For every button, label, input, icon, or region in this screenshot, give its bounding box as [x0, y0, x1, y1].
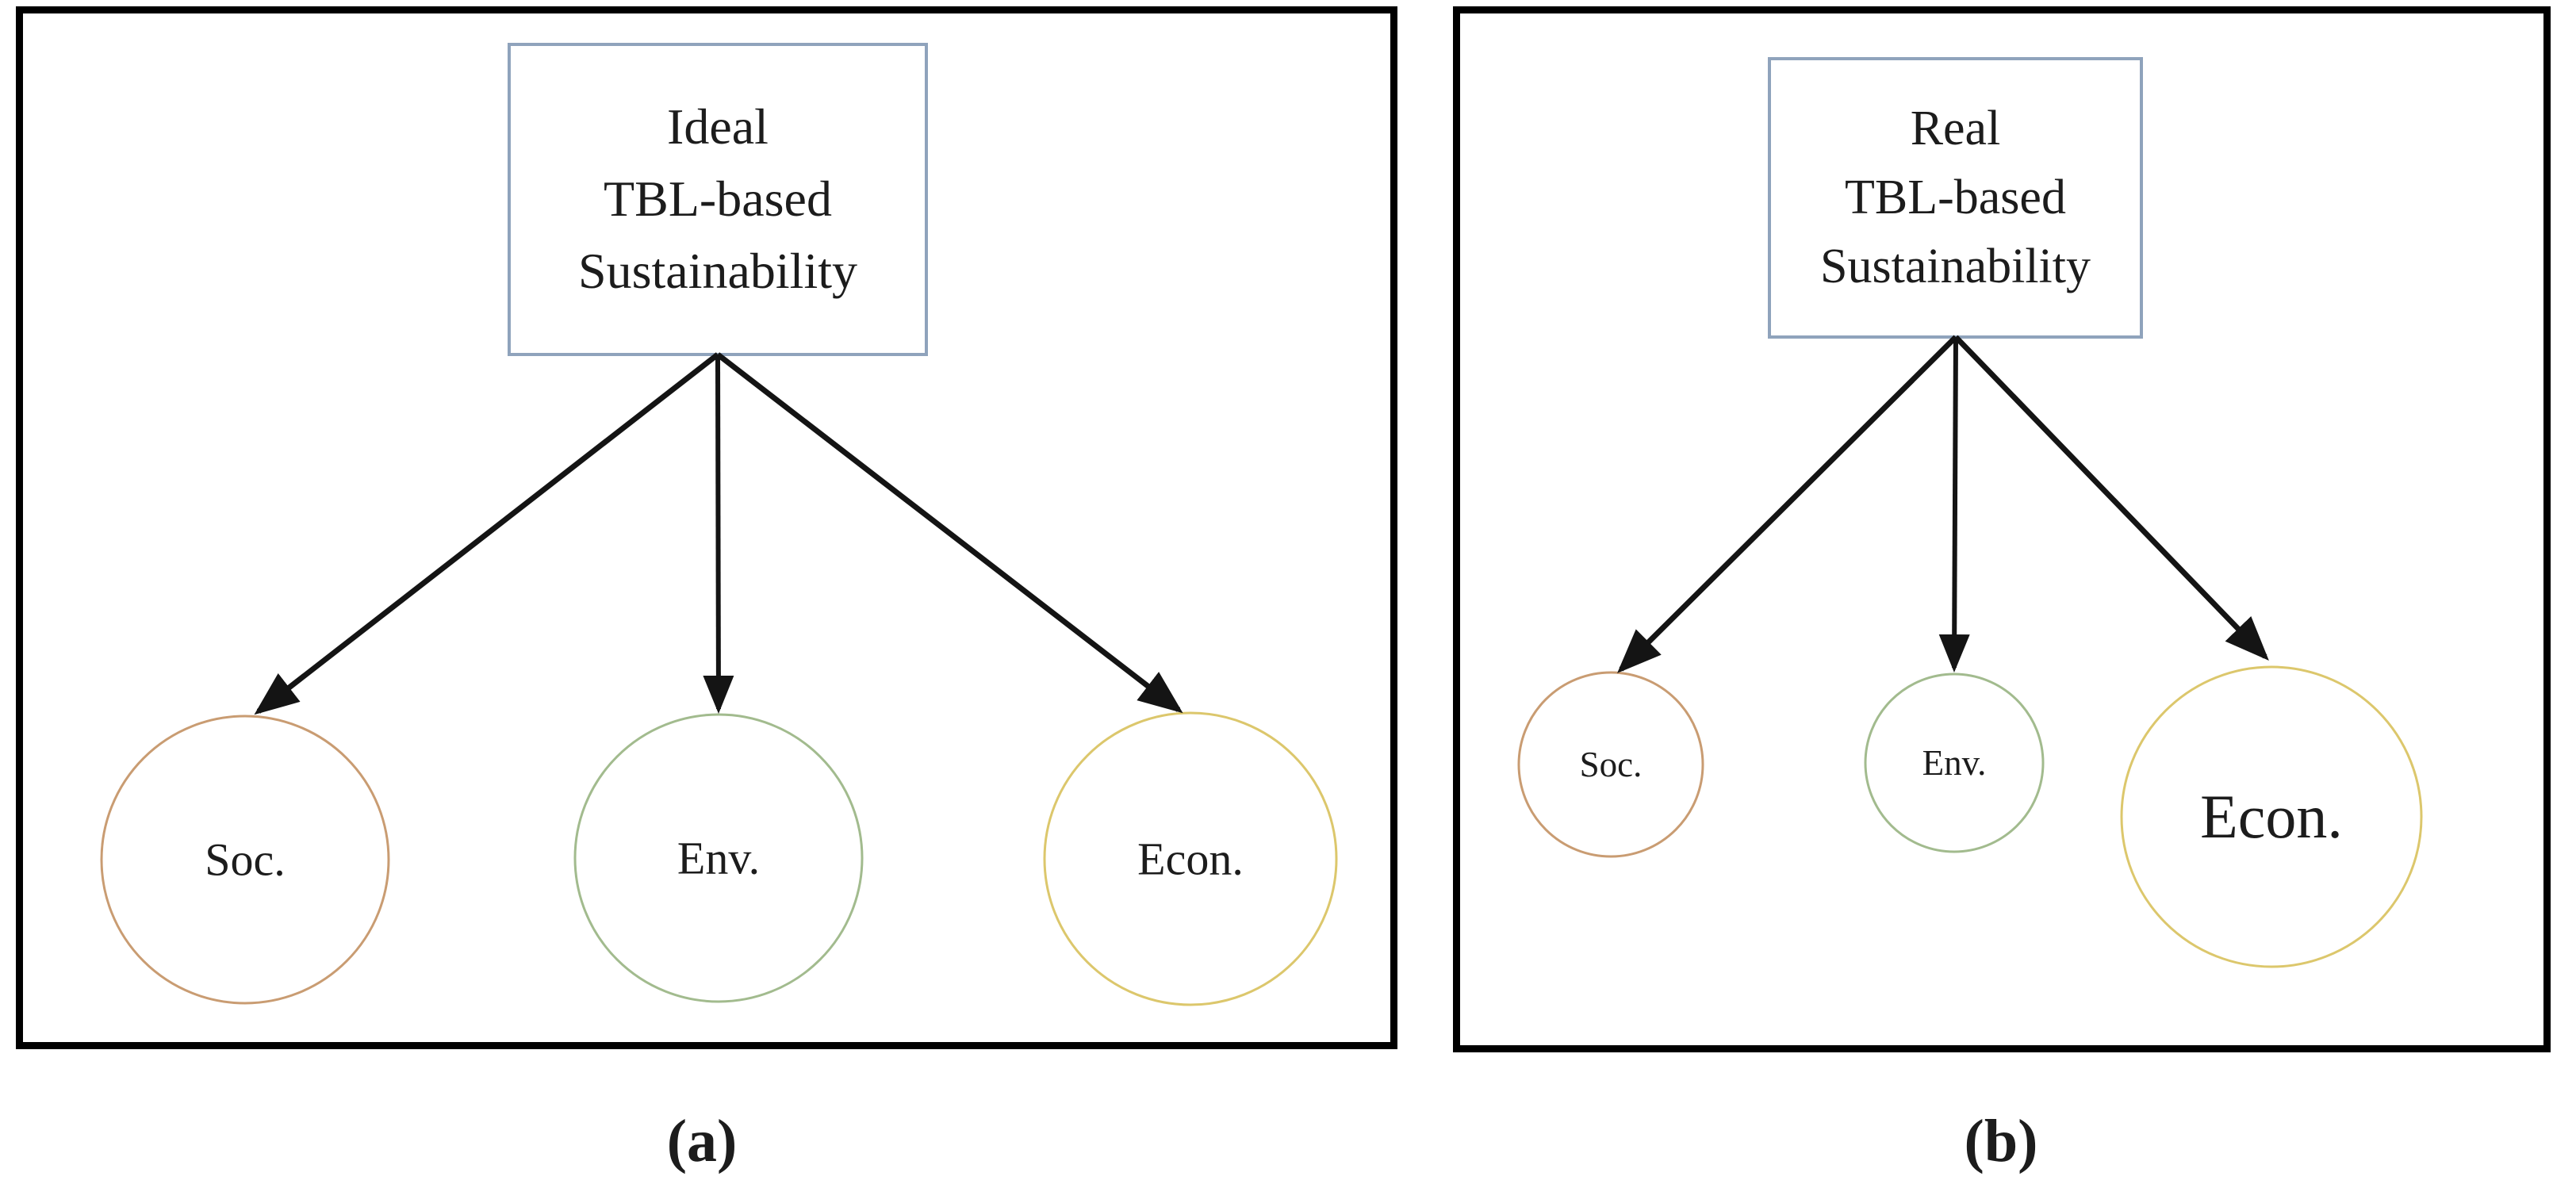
ideal-tbl-box-label: Ideal TBL-based Sustainability — [509, 44, 926, 354]
circle-b-soc — [1517, 671, 1704, 858]
real-tbl-box-label: Real TBL-based Sustainability — [1769, 59, 2141, 337]
panel-a-frame — [16, 6, 1397, 1049]
arrow-a-to-soc — [254, 352, 720, 715]
circle-a-soc — [100, 715, 390, 1005]
box-a-line-2: TBL-based — [604, 171, 832, 228]
arrow-a-to-env — [703, 354, 734, 714]
circle-b-env — [1864, 672, 2045, 853]
label-b-econ: Econ. — [2200, 782, 2343, 851]
circle-a-env — [573, 713, 864, 1003]
label-a-soc: Soc. — [205, 833, 286, 886]
box-a-line-3: Sustainability — [578, 242, 857, 299]
label-b-soc: Soc. — [1579, 745, 1643, 784]
arrow-b-to-soc — [1617, 335, 1958, 673]
box-a-line-1: Ideal — [667, 98, 769, 155]
box-b-line-3: Sustainability — [1820, 239, 2091, 293]
label-a-econ: Econ. — [1137, 833, 1244, 885]
circle-b-econ — [2120, 665, 2423, 968]
arrow-b-to-env — [1938, 336, 1970, 672]
label-a-env: Env. — [677, 832, 761, 884]
box-b-line-1: Real — [1910, 102, 2001, 156]
arrow-b-to-econ — [1953, 335, 2269, 661]
panel-b-frame — [1453, 6, 2551, 1052]
caption-panel-b: (b) — [1964, 1108, 2038, 1174]
label-b-env: Env. — [1922, 743, 1987, 783]
circle-a-econ — [1043, 711, 1338, 1006]
caption-panel-a: (a) — [666, 1108, 738, 1174]
box-b-line-2: TBL-based — [1845, 171, 2066, 225]
arrow-a-to-econ — [715, 352, 1183, 714]
